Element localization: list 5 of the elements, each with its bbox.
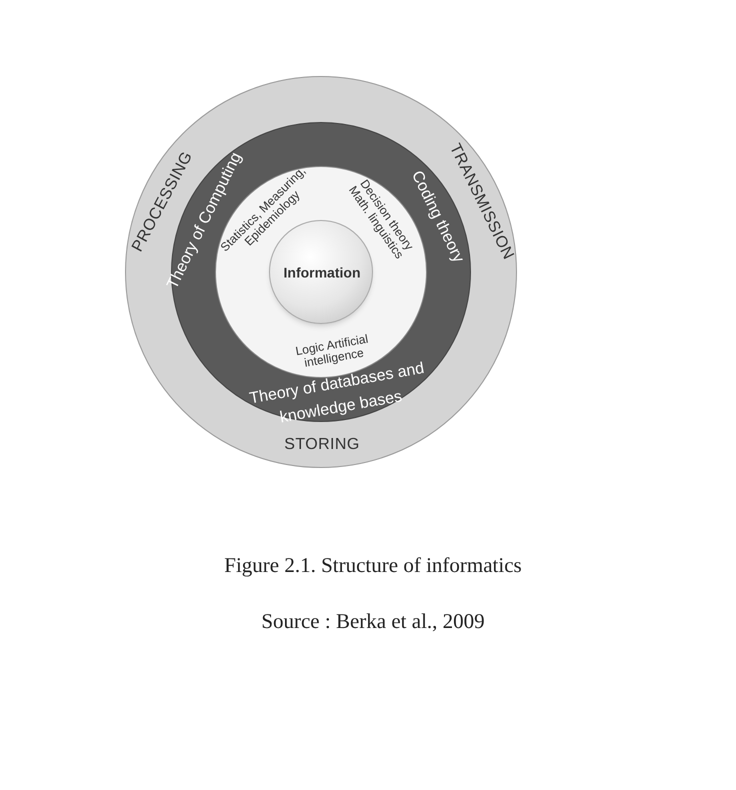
figure-caption: Figure 2.1. Structure of informatics (223, 552, 523, 579)
center-label: Information (282, 264, 362, 282)
ring-label: STORING (283, 435, 361, 455)
ring-label: Logic Artificial intelligence (294, 330, 370, 370)
source-note: Source : Berka et al., 2009 (260, 608, 486, 635)
